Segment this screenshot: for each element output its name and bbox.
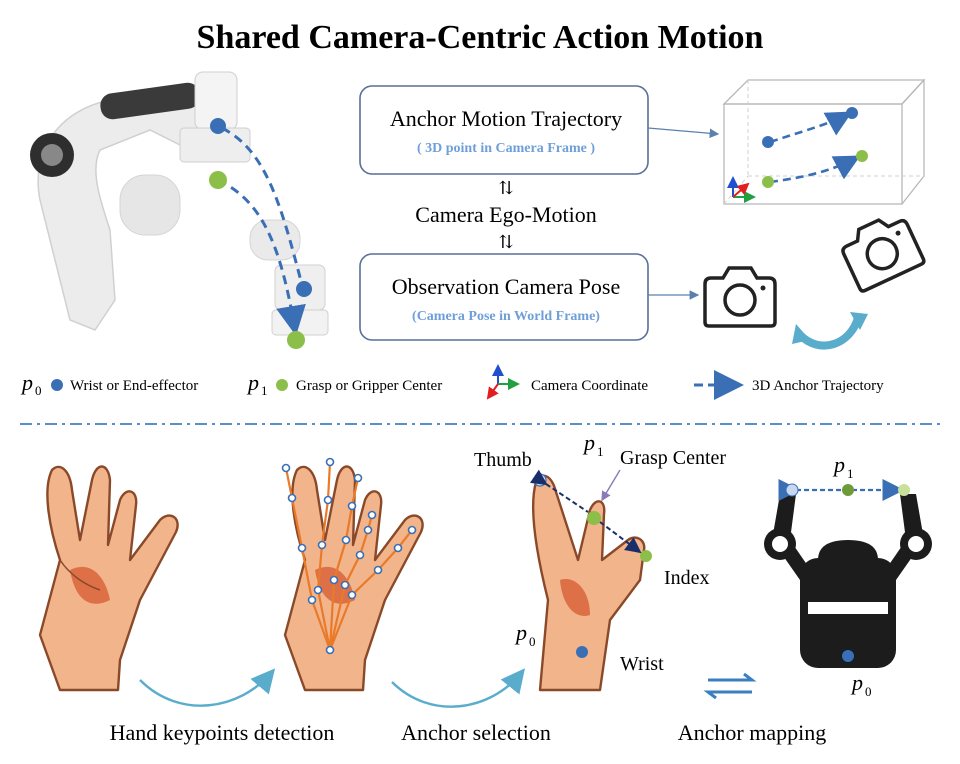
hand-icon xyxy=(529,469,652,692)
trajectory-3d-box xyxy=(722,78,926,205)
observation-box-title: Observation Camera Pose xyxy=(392,274,621,299)
coordinate-axes-icon xyxy=(486,364,520,400)
rotate-arrow-icon xyxy=(796,314,862,350)
legend-p0-sub: 0 xyxy=(35,383,42,398)
ego-motion-label: Camera Ego-Motion xyxy=(415,202,596,227)
legend-trajectory-label: 3D Anchor Trajectory xyxy=(752,378,884,394)
anchor-box-subtitle: ( 3D point in Camera Frame ) xyxy=(417,141,595,156)
legend-p0-symbol: p xyxy=(20,370,33,395)
legend: p 0 Wrist or End-effector p 1 Grasp or G… xyxy=(20,364,884,400)
label-grasp-center: Grasp Center xyxy=(620,447,726,469)
legend-p1-symbol: p xyxy=(246,370,259,395)
page-title: Shared Camera-Centric Action Motion xyxy=(197,19,764,56)
gripper-icon xyxy=(764,479,932,668)
anchor-box-title: Anchor Motion Trajectory xyxy=(390,106,622,131)
gripper-p0-sub: 0 xyxy=(865,684,872,699)
swap-arrows-icon: ⇅ xyxy=(498,232,513,252)
legend-p1-sub: 1 xyxy=(261,383,268,398)
gripper-p1-sub: 1 xyxy=(847,466,854,481)
observation-box-subtitle: (Camera Pose in World Frame) xyxy=(412,309,600,324)
hand-icon xyxy=(281,457,424,692)
legend-camera-label: Camera Coordinate xyxy=(531,378,648,394)
observation-pose-box xyxy=(359,253,649,341)
label-thumb: Thumb xyxy=(474,449,532,471)
step-anchor-selection: Anchor selection xyxy=(401,720,551,745)
hand-icon xyxy=(38,465,179,692)
label-index: Index xyxy=(664,567,710,589)
label-p1-sub: 1 xyxy=(597,444,604,459)
label-p1-symbol: p xyxy=(582,430,595,455)
swap-arrows-icon xyxy=(703,672,757,700)
label-p0-symbol: p xyxy=(514,620,527,645)
coordinate-axes-icon xyxy=(727,176,756,203)
legend-p1-label: Grasp or Gripper Center xyxy=(296,378,442,394)
anchor-trajectory-box xyxy=(359,85,649,175)
legend-p0-label: Wrist or End-effector xyxy=(70,378,198,394)
label-p0-sub: 0 xyxy=(529,634,536,649)
gripper-p1-symbol: p xyxy=(832,452,845,477)
step-anchor-mapping: Anchor mapping xyxy=(678,720,826,745)
flow-arrow-1 xyxy=(139,668,276,707)
label-wrist: Wrist xyxy=(620,653,664,675)
swap-arrows-icon: ⇅ xyxy=(498,178,513,198)
camera-icon xyxy=(703,266,777,328)
step-hand-keypoints: Hand keypoints detection xyxy=(110,720,335,745)
robot-arm-icon xyxy=(30,71,329,349)
camera-icon xyxy=(841,218,926,293)
gripper-p0-symbol: p xyxy=(850,670,863,695)
flow-arrow-2 xyxy=(391,668,526,708)
